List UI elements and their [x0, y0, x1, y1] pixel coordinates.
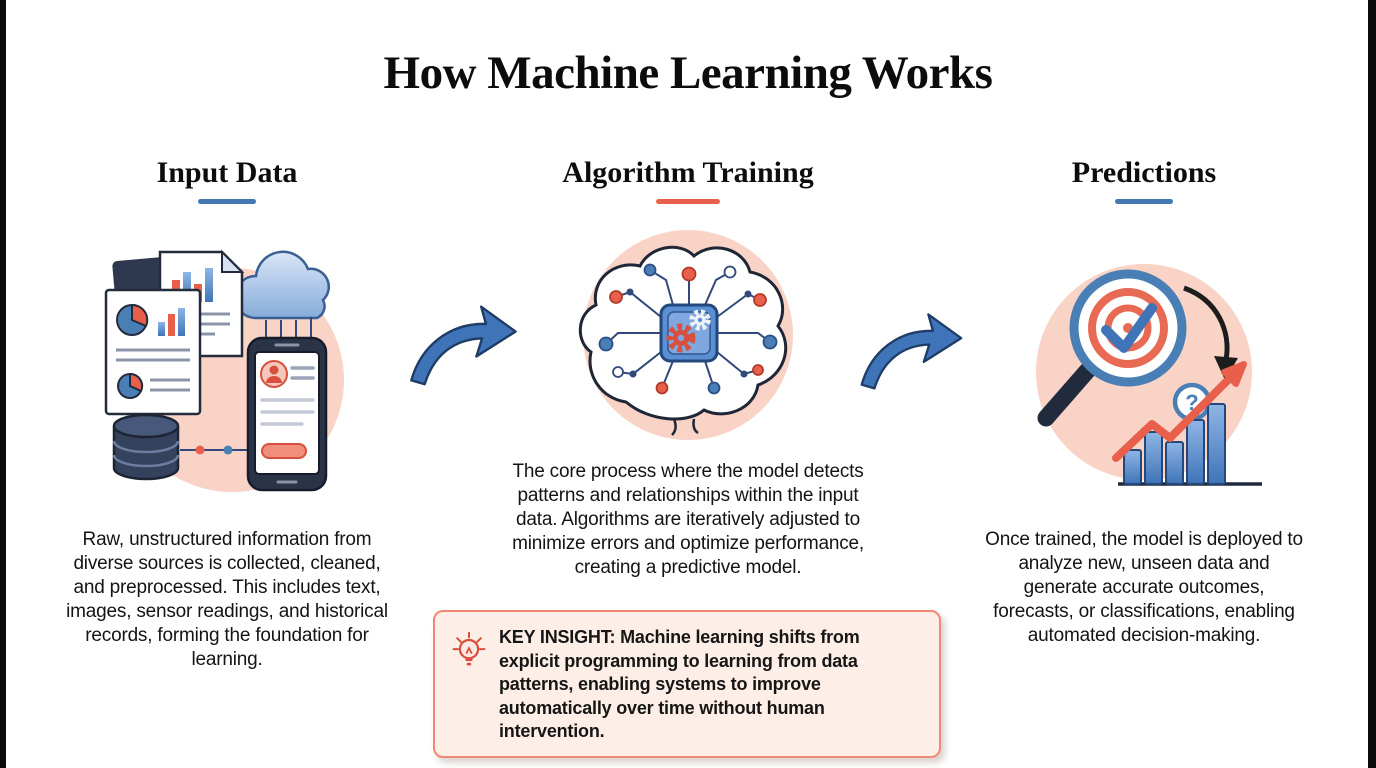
lightbulb-icon: [449, 626, 489, 675]
heading-underline: [198, 199, 256, 204]
flow-arrow-2-icon: [852, 308, 970, 397]
right-edge-bar: [1368, 0, 1376, 768]
key-insight-text: KEY INSIGHT: Machine learning shifts fro…: [499, 627, 860, 742]
flow-arrow-1-icon: [404, 300, 522, 393]
predictions-illustration-icon: ?: [1012, 252, 1282, 517]
input-data-description: Raw, unstructured information from diver…: [66, 529, 388, 670]
input-data-illustration-icon: [80, 238, 370, 513]
heading-underline: [1115, 199, 1173, 204]
page-title: How Machine Learning Works: [383, 47, 993, 99]
left-edge-bar: [0, 0, 6, 768]
heading-predictions: Predictions: [984, 156, 1304, 204]
algorithm-training-description: The core process where the model detects…: [512, 461, 864, 578]
heading-algorithm-training-label: Algorithm Training: [562, 156, 814, 189]
heading-underline: [656, 199, 720, 204]
key-insight-box: KEY INSIGHT: Machine learning shifts fro…: [433, 610, 941, 758]
heading-predictions-label: Predictions: [1071, 156, 1217, 189]
algorithm-training-illustration-icon: [558, 222, 818, 462]
heading-algorithm-training: Algorithm Training: [498, 156, 878, 204]
heading-input-data: Input Data: [62, 156, 392, 204]
heading-input-data-label: Input Data: [156, 156, 298, 189]
predictions-description: Once trained, the model is deployed to a…: [985, 529, 1303, 646]
